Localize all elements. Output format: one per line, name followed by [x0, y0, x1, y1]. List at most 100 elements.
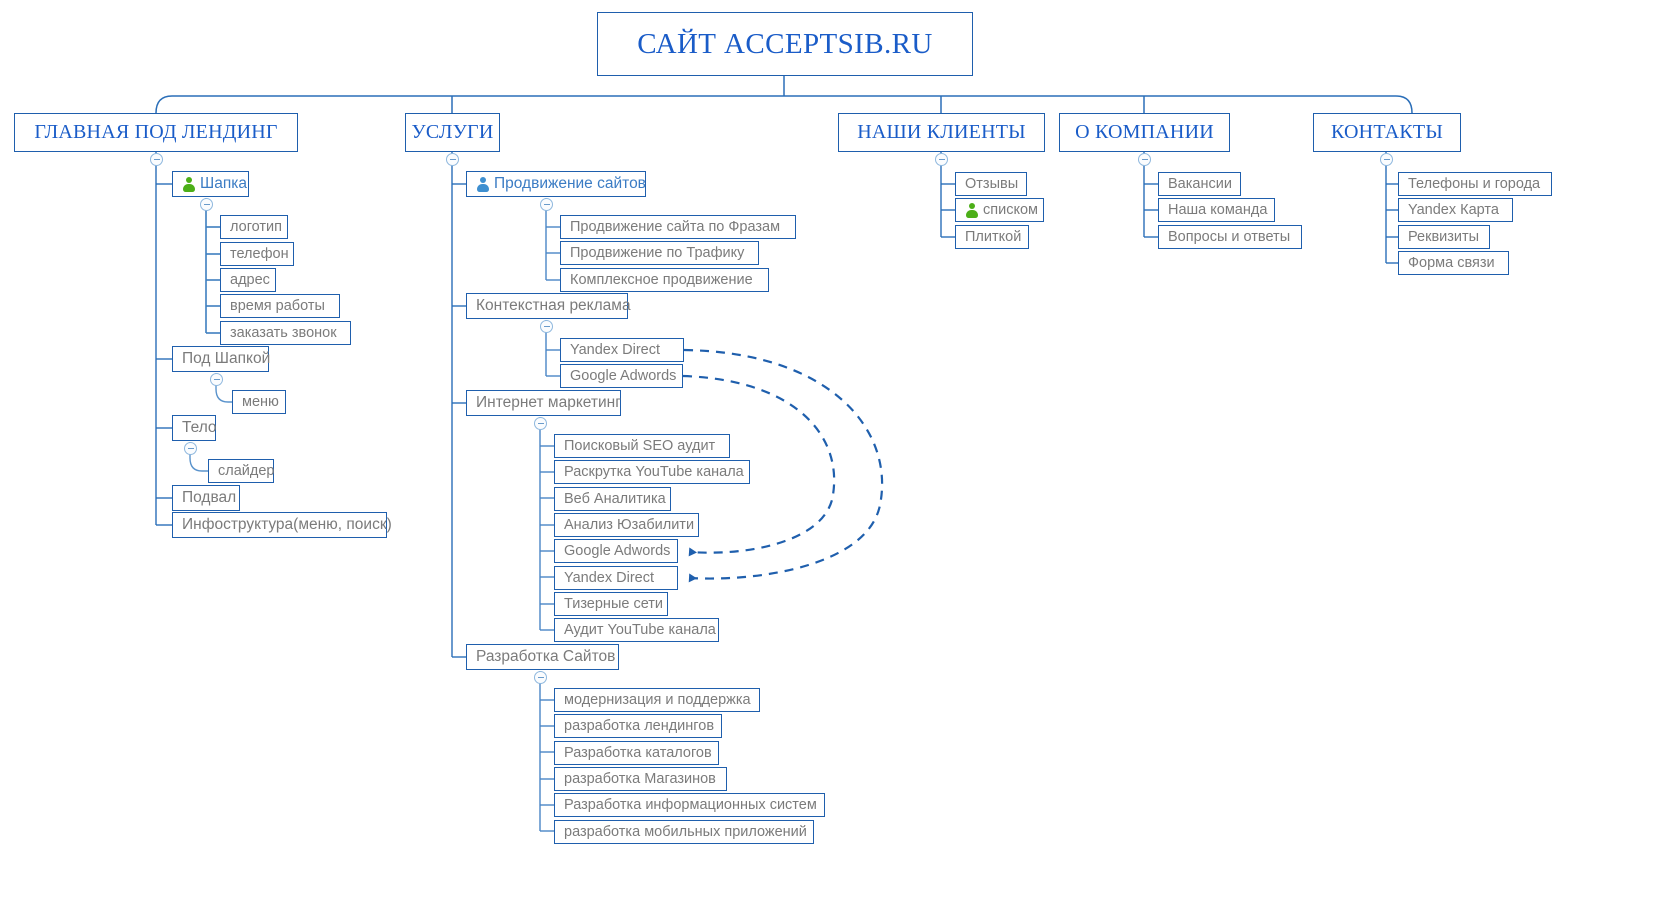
node-razrabotka-magazinov[interactable]: разработка Магазинов [554, 767, 727, 791]
node-analiz-yuzabiliti[interactable]: Анализ Юзабилити [554, 513, 699, 537]
toggle-pod-shapkoy[interactable] [210, 373, 223, 386]
node-label: разработка Магазинов [564, 771, 716, 787]
node-kompleksnoe-prodvizhenie[interactable]: Комплексное продвижение [560, 268, 769, 292]
node-voprosy-otvety[interactable]: Вопросы и ответы [1158, 225, 1302, 249]
node-label: Подвал [182, 489, 237, 506]
root-node[interactable]: САЙТ ACCEPTSIB.RU [597, 12, 973, 76]
node-label: Вопросы и ответы [1168, 229, 1291, 245]
node-label: слайдер [218, 463, 275, 479]
node-otzyvy[interactable]: Отзывы [955, 172, 1027, 196]
toggle-kontakty[interactable] [1380, 153, 1393, 166]
node-shapka[interactable]: Шапка [172, 171, 249, 197]
node-label: разработка лендингов [564, 718, 715, 734]
root-connectors [155, 76, 1413, 114]
node-label: заказать звонок [230, 325, 337, 341]
node-seo-audit[interactable]: Поисковый SEO аудит [554, 434, 730, 458]
node-yandex-karta[interactable]: Yandex Карта [1398, 198, 1513, 222]
node-yandex-direct-marketing[interactable]: Yandex Direct [554, 566, 678, 590]
node-raskrutka-youtube[interactable]: Раскрутка YouTube канала [554, 460, 750, 484]
toggle-razrabotka-saytov[interactable] [534, 671, 547, 684]
node-internet-marketing[interactable]: Интернет маркетинг [466, 390, 621, 416]
node-label: Форма связи [1408, 255, 1495, 271]
branch-label: КОНТАКТЫ [1331, 121, 1443, 143]
node-tizernye-seti[interactable]: Тизерные сети [554, 592, 668, 616]
person-icon-green [965, 202, 978, 218]
node-pod-shapkoy[interactable]: Под Шапкой [172, 346, 271, 372]
branch-node-kontakty[interactable]: КОНТАКТЫ [1313, 113, 1461, 152]
node-telefon[interactable]: телефон [220, 242, 294, 266]
node-label: адрес [230, 272, 270, 288]
node-label: Интернет маркетинг [476, 394, 621, 411]
toggle-klienty[interactable] [935, 153, 948, 166]
node-label: Под Шапкой [182, 350, 271, 367]
node-modernizaciya[interactable]: модернизация и поддержка [554, 688, 760, 712]
node-google-adwords-context[interactable]: Google Adwords [560, 364, 683, 388]
node-razrabotka-saytov[interactable]: Разработка Сайтов [466, 644, 619, 670]
node-plitkoy[interactable]: Плиткой [955, 225, 1029, 249]
node-nasha-komanda[interactable]: Наша команда [1158, 198, 1275, 222]
node-prodvizhenie-trafiku[interactable]: Продвижение по Трафику [560, 241, 759, 265]
node-zakazat-zvonok[interactable]: заказать звонок [220, 321, 351, 345]
node-kontekstnaya-reklama[interactable]: Контекстная реклама [466, 293, 631, 319]
node-podval[interactable]: Подвал [172, 485, 240, 511]
node-label: Разработка информационных систем [564, 797, 817, 813]
node-label: меню [242, 394, 279, 410]
node-vremya-raboty[interactable]: время работы [220, 294, 340, 318]
branch-node-uslugi[interactable]: УСЛУГИ [405, 113, 500, 152]
node-label: телефон [230, 246, 289, 262]
person-icon-green [182, 176, 195, 192]
node-logotip[interactable]: логотип [220, 215, 288, 239]
node-veb-analitika[interactable]: Веб Аналитика [554, 487, 671, 511]
node-label: Yandex Direct [564, 570, 654, 586]
node-razrabotka-inf-sistem[interactable]: Разработка информационных систем [554, 793, 825, 817]
node-label: Инфоструктура(меню, поиск) [182, 516, 392, 533]
node-label: списком [983, 202, 1038, 218]
branch-node-klienty[interactable]: НАШИ КЛИЕНТЫ [838, 113, 1045, 152]
node-prodvizhenie-frazam[interactable]: Продвижение сайта по Фразам [560, 215, 796, 239]
node-label: логотип [230, 219, 282, 235]
node-label: Контекстная реклама [476, 297, 631, 314]
connectors-razrabotka [539, 671, 554, 832]
node-vakansii[interactable]: Вакансии [1158, 172, 1241, 196]
node-label: Комплексное продвижение [570, 272, 753, 288]
toggle-glavnaya[interactable] [150, 153, 163, 166]
node-slayder[interactable]: слайдер [208, 459, 274, 483]
node-google-adwords-marketing[interactable]: Google Adwords [554, 539, 678, 563]
toggle-internet-marketing[interactable] [534, 417, 547, 430]
node-razrabotka-mobilnyh[interactable]: разработка мобильных приложений [554, 820, 814, 844]
branch-node-kompaniya[interactable]: О КОМПАНИИ [1059, 113, 1230, 152]
node-telefony-goroda[interactable]: Телефоны и города [1398, 172, 1552, 196]
node-label: Аудит YouTube канала [564, 622, 716, 638]
node-infostruktura[interactable]: Инфоструктура(меню, поиск) [172, 512, 392, 538]
toggle-kontekstnaya-reklama[interactable] [540, 320, 553, 333]
node-menyu[interactable]: меню [232, 390, 286, 414]
toggle-uslugi[interactable] [446, 153, 459, 166]
node-yandex-direct-context[interactable]: Yandex Direct [560, 338, 684, 362]
node-label: Продвижение по Трафику [570, 245, 745, 261]
connectors-uslugi [451, 152, 466, 658]
node-label: Плиткой [965, 229, 1022, 245]
node-prodvizhenie-saytov[interactable]: Продвижение сайтов [466, 171, 646, 197]
node-label: Разработка каталогов [564, 745, 712, 761]
node-adres[interactable]: адрес [220, 268, 276, 292]
toggle-kompaniya[interactable] [1138, 153, 1151, 166]
branch-node-glavnaya[interactable]: ГЛАВНАЯ ПОД ЛЕНДИНГ [14, 113, 298, 152]
node-label: Google Adwords [564, 543, 671, 559]
connectors-glavnaya [155, 152, 172, 526]
node-label: Продвижение сайтов [494, 175, 646, 192]
node-telo[interactable]: Тело [172, 415, 217, 441]
toggle-shapka[interactable] [200, 198, 213, 211]
node-forma-svyazi[interactable]: Форма связи [1398, 251, 1509, 275]
node-razrabotka-lendingov[interactable]: разработка лендингов [554, 714, 722, 738]
node-rekvizity[interactable]: Реквизиты [1398, 225, 1490, 249]
node-audit-youtube[interactable]: Аудит YouTube канала [554, 618, 719, 642]
node-label: Тело [182, 419, 217, 436]
node-label: Раскрутка YouTube канала [564, 464, 744, 480]
node-razrabotka-katalogov[interactable]: Разработка каталогов [554, 741, 719, 765]
toggle-telo[interactable] [184, 442, 197, 455]
connectors-internet-marketing [539, 417, 554, 631]
node-spiskom[interactable]: списком [955, 198, 1044, 222]
toggle-prodvizhenie-saytov[interactable] [540, 198, 553, 211]
node-label: Разработка Сайтов [476, 648, 616, 665]
